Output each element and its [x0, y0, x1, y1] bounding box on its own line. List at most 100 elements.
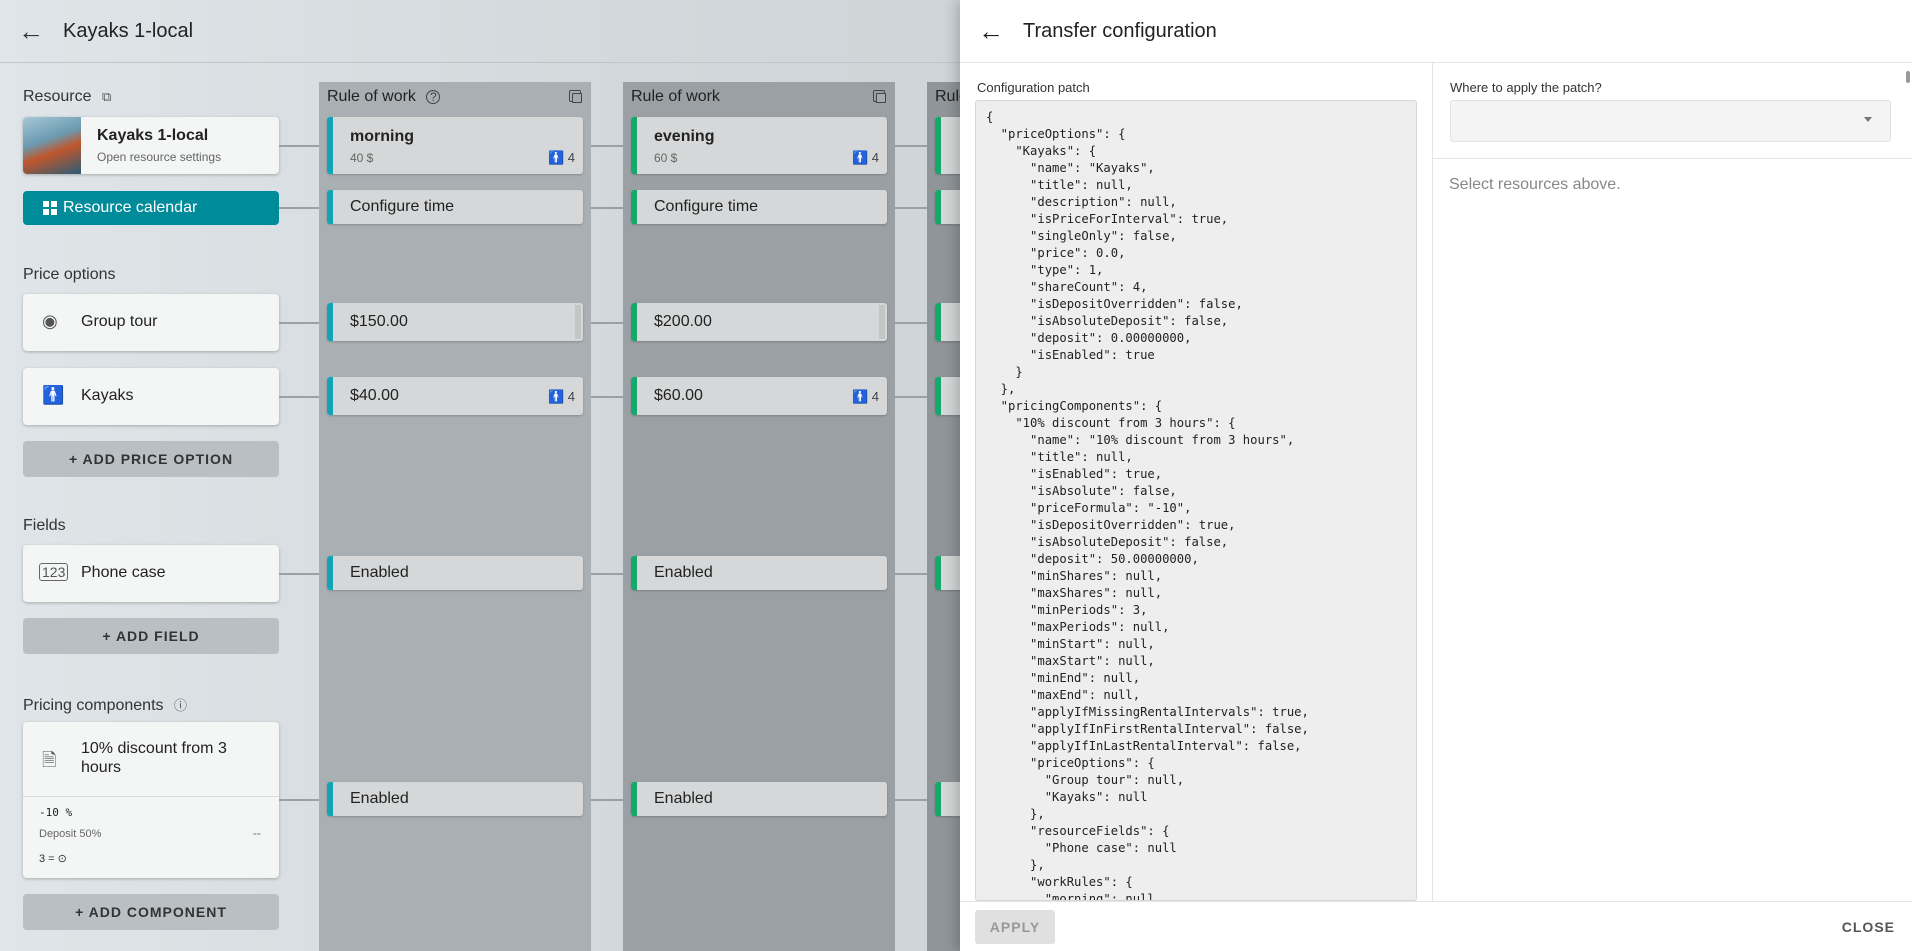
help-icon[interactable]: ⓘ	[173, 698, 187, 713]
configuration-patch-text[interactable]: { "priceOptions": { "Kayaks": { "name": …	[986, 110, 1309, 901]
add-component-button[interactable]: + ADD COMPONENT	[23, 894, 279, 930]
field-phone-case[interactable]: 123 Phone case	[23, 545, 279, 602]
resource-section-label: Resource ⧉	[23, 88, 111, 106]
pricing-component-title: 10% discount from 3 hours	[81, 740, 227, 776]
rule-title-text: Rule of work	[327, 88, 416, 105]
patch-pane: Configuration patch { "priceOptions": { …	[960, 63, 1433, 901]
share-count-value: 4	[567, 389, 575, 404]
empty-hint: Select resources above.	[1449, 176, 1621, 193]
page-header: ← Kayaks 1-local	[0, 0, 1912, 63]
patch-label: Configuration patch	[977, 80, 1090, 95]
price-option-label: Group tour	[81, 313, 158, 330]
copy-icon[interactable]: ⧉	[101, 89, 112, 104]
rule-price: 60 $	[654, 151, 678, 165]
radio-target-icon: ◉	[42, 311, 58, 331]
share-count: 🚹 4	[548, 150, 575, 166]
share-count: 🚹 4	[548, 389, 575, 405]
rule-column-title: Rule of work ?	[327, 88, 441, 106]
price-group-tour-cell[interactable]: $150.00	[327, 303, 583, 341]
component-state-cell[interactable]: Enabled	[631, 782, 887, 816]
accent-bar	[631, 303, 637, 341]
price-group-tour-cell[interactable]: $200.00	[631, 303, 887, 341]
configure-time-cell[interactable]: Configure time	[327, 190, 583, 224]
component-state-label: Enabled	[654, 790, 713, 807]
accent-bar	[935, 190, 941, 224]
person-icon: 🚹	[851, 389, 869, 404]
plus-icon: +	[68, 451, 83, 467]
pricing-component-deposit: Deposit 50%	[39, 828, 102, 840]
divider	[1433, 158, 1912, 159]
numeric-123-icon: 123	[39, 563, 69, 581]
rule-header-cell[interactable]: morning 40 $ 🚹 4	[327, 117, 583, 174]
resource-calendar-button[interactable]: Resource calendar	[23, 191, 279, 225]
grid-icon	[43, 201, 57, 215]
price-kayaks-cell[interactable]: $40.00 🚹 4	[327, 377, 583, 415]
rule-name: evening	[654, 128, 715, 145]
scroll-bar	[879, 305, 885, 339]
configuration-patch-editor[interactable]: { "priceOptions": { "Kayaks": { "name": …	[975, 100, 1417, 901]
component-state-label: Enabled	[350, 790, 409, 807]
connector-line	[279, 207, 959, 209]
rule-column-title: Rule	[935, 88, 968, 105]
scrollbar[interactable]	[1906, 71, 1910, 83]
plus-icon: +	[102, 628, 116, 644]
connector-line	[279, 322, 959, 324]
connector-line	[279, 396, 959, 398]
connector-line	[279, 573, 959, 575]
price-value: $40.00	[350, 387, 399, 404]
add-price-option-button[interactable]: + ADD PRICE OPTION	[23, 441, 279, 477]
rule-column-evening: Rule of work evening 60 $ 🚹 4 Configure …	[623, 82, 895, 951]
field-state-cell[interactable]: Enabled	[631, 556, 887, 590]
configure-time-label: Configure time	[654, 198, 759, 215]
field-state-cell[interactable]: Enabled	[327, 556, 583, 590]
rule-title-text: Rule of work	[631, 88, 720, 105]
help-icon[interactable]: ?	[426, 90, 441, 104]
apply-button[interactable]: APPLY	[975, 910, 1055, 944]
price-option-kayaks[interactable]: 🚹 Kayaks	[23, 368, 279, 425]
rule-column-title: Rule of work	[631, 88, 720, 106]
share-count: 🚹 4	[852, 389, 879, 405]
accent-bar	[631, 782, 637, 816]
price-options-label: Price options	[23, 266, 116, 283]
back-arrow-icon[interactable]: ←	[18, 16, 44, 46]
accent-bar	[631, 190, 637, 224]
share-count: 🚹 4	[852, 150, 879, 166]
resource-thumbnail	[23, 117, 81, 174]
price-kayaks-cell[interactable]: $60.00 🚹 4	[631, 377, 887, 415]
accent-bar	[327, 377, 333, 415]
back-arrow-icon[interactable]: ←	[978, 16, 1004, 46]
dialog-title: Transfer configuration	[1023, 20, 1217, 42]
rule-header-cell[interactable]: evening 60 $ 🚹 4	[631, 117, 887, 174]
pricing-component-dash: --	[253, 826, 261, 840]
rule-price: 40 $	[350, 151, 374, 165]
rule-name: morning	[350, 128, 414, 145]
price-option-group-tour[interactable]: ◉ Group tour	[23, 294, 279, 351]
configure-time-cell[interactable]: Configure time	[631, 190, 887, 224]
target-resources-select[interactable]	[1450, 100, 1891, 142]
accent-bar	[327, 303, 333, 341]
target-pane: Where to apply the patch? Select resourc…	[1433, 63, 1912, 901]
add-field-button[interactable]: + ADD FIELD	[23, 618, 279, 654]
connector-line	[279, 145, 959, 147]
copy-icon[interactable]	[873, 90, 886, 103]
field-state-label: Enabled	[350, 564, 409, 581]
price-value: $150.00	[350, 313, 408, 330]
field-label: Phone case	[81, 564, 166, 581]
resource-settings-link[interactable]: Open resource settings	[97, 150, 222, 164]
pricing-components-label: Pricing components	[23, 697, 164, 714]
close-button[interactable]: CLOSE	[1841, 919, 1895, 935]
component-state-cell[interactable]: Enabled	[327, 782, 583, 816]
copy-icon[interactable]	[569, 90, 582, 103]
price-value: $200.00	[654, 313, 712, 330]
share-count-value: 4	[871, 389, 879, 404]
connector-line	[279, 799, 959, 801]
person-icon: 🚹	[42, 385, 65, 405]
document-icon: 🗎	[42, 750, 57, 770]
price-option-label: Kayaks	[81, 387, 134, 404]
dropdown-caret-icon[interactable]	[1864, 117, 1872, 122]
resource-name: Kayaks 1-local	[97, 127, 209, 144]
plus-icon: +	[75, 904, 89, 920]
pricing-component-card[interactable]: 🗎 10% discount from 3 hours -10 % Deposi…	[23, 722, 279, 878]
scroll-bar	[575, 305, 581, 339]
resource-card[interactable]: Kayaks 1-local Open resource settings	[23, 117, 279, 174]
